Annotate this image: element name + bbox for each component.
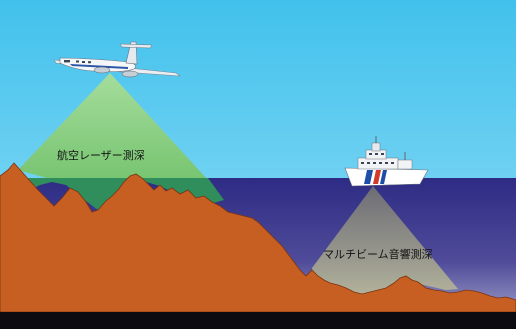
seabed-terrain — [0, 162, 516, 313]
airborne-laser-beam-underwater — [18, 178, 224, 210]
bottom-bar — [0, 312, 516, 329]
survey-ship-icon — [344, 136, 429, 187]
multibeam-sonar-beam — [312, 186, 458, 300]
aircraft-icon — [53, 41, 181, 78]
multibeam-sonar-label: マルチビーム音響測深 — [323, 247, 433, 261]
airborne-laser-label: 航空レーザー測深 — [57, 148, 145, 162]
airborne-laser-beam — [18, 73, 208, 180]
